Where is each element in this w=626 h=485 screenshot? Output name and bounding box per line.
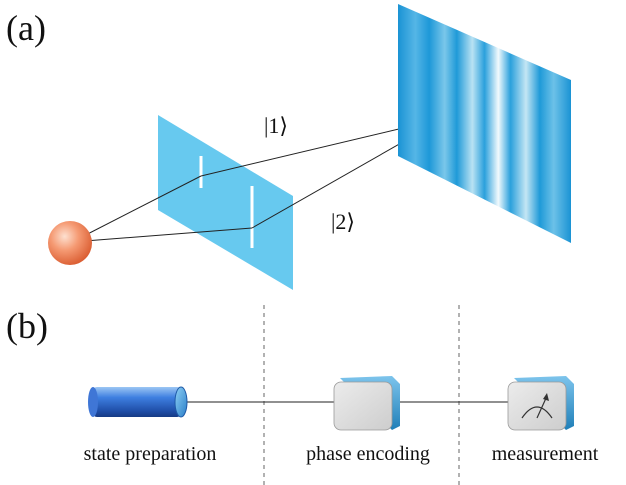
panel-b-label: (b) xyxy=(6,306,48,346)
stage-label-phase-encoding: phase encoding xyxy=(306,443,430,465)
ket-1-label: |1⟩ xyxy=(264,113,288,138)
stage-label-measurement: measurement xyxy=(492,443,599,465)
meter-icon xyxy=(507,376,574,431)
double-slit-barrier xyxy=(158,115,293,290)
stage-label-state-preparation: state preparation xyxy=(84,443,217,465)
particle-source-icon xyxy=(48,221,92,265)
interference-screen xyxy=(398,4,571,243)
panel-a-label: (a) xyxy=(6,8,46,48)
cylinder-source-icon xyxy=(88,386,188,418)
ket-2-label: |2⟩ xyxy=(331,209,355,234)
phase-box-icon xyxy=(333,376,400,431)
